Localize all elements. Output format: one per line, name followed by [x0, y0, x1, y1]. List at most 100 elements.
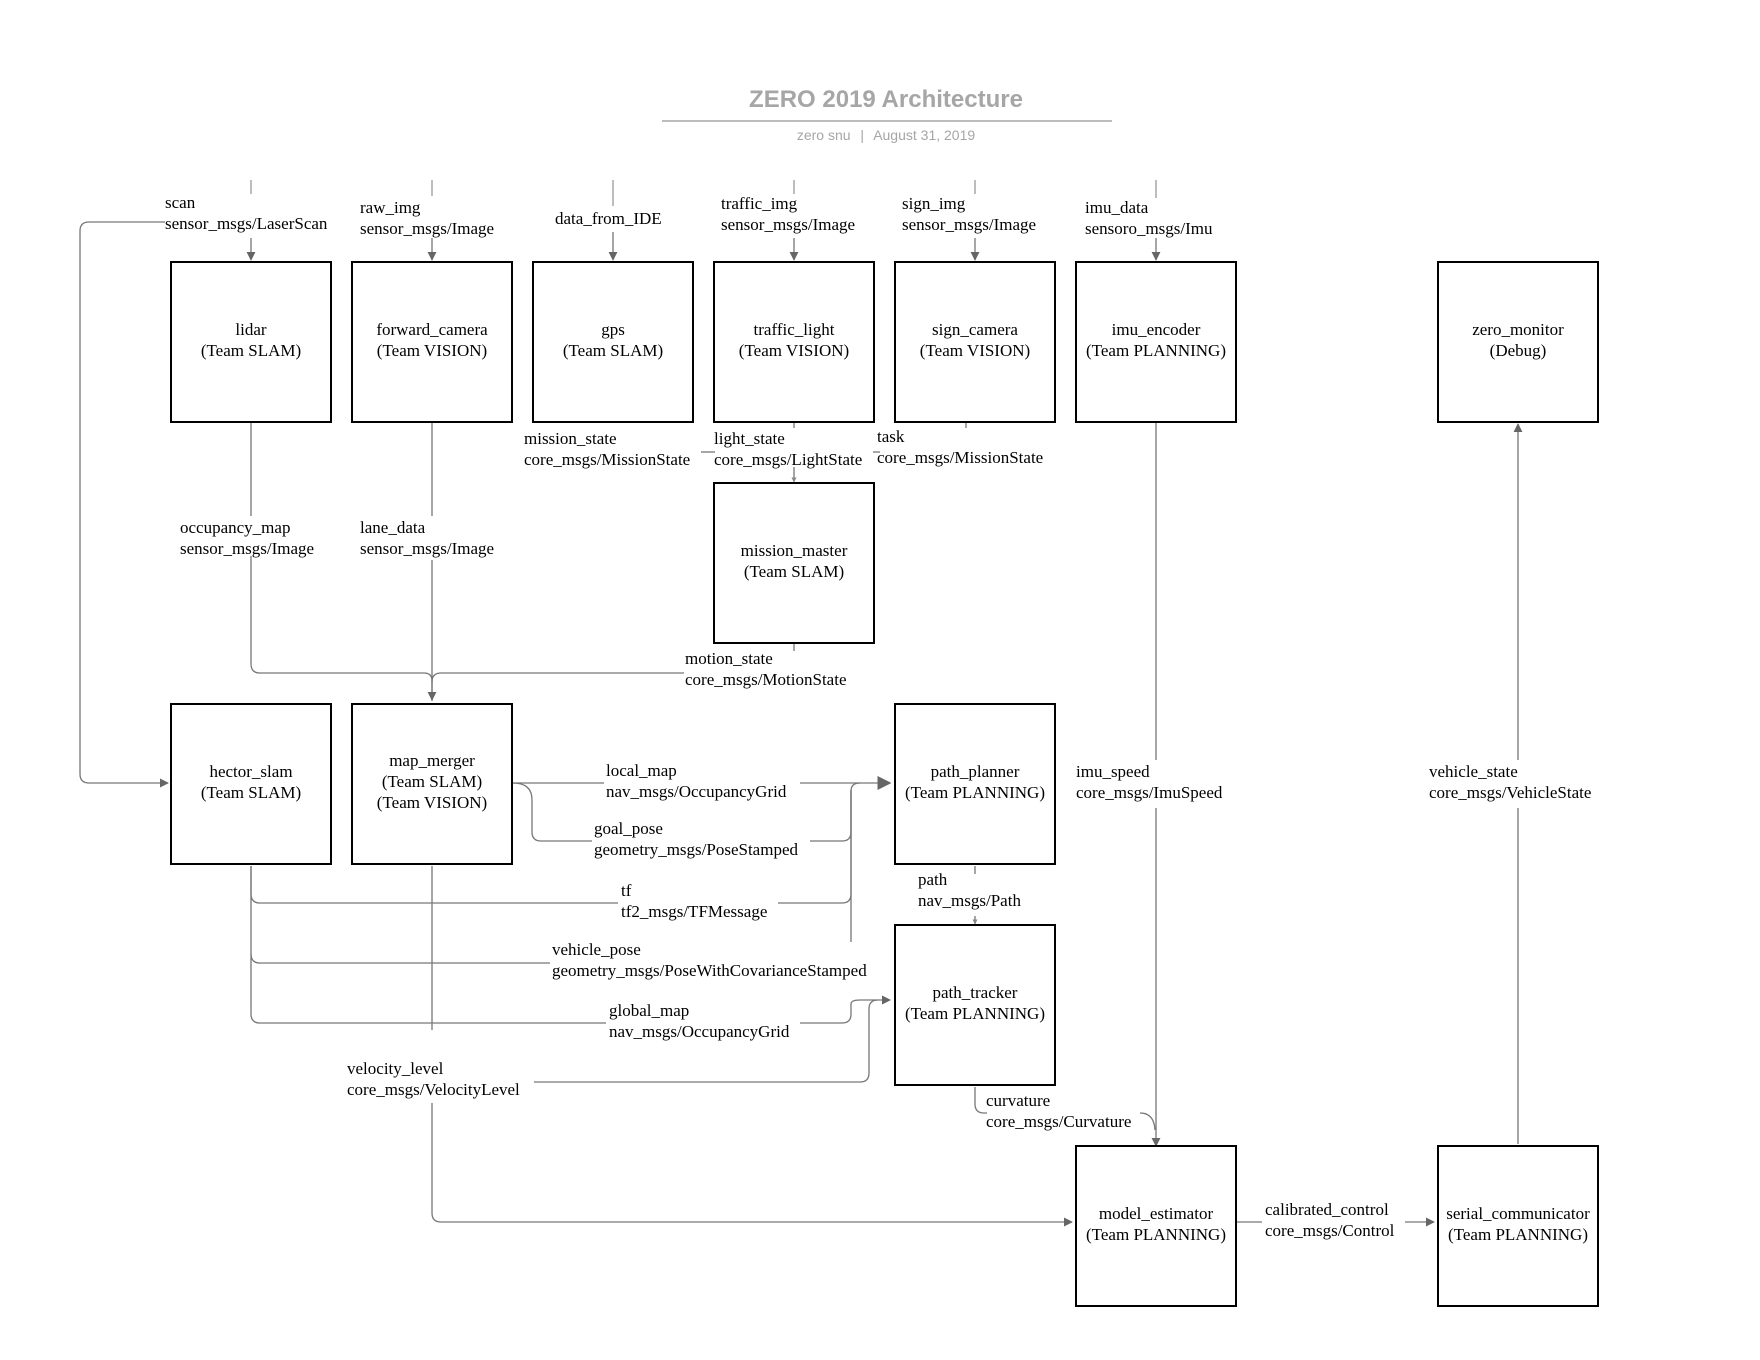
diagram-header: ZERO 2019 Architecture zero snu | August… — [662, 86, 1112, 143]
edge-labels: scan sensor_msgs/LaserScan raw_img senso… — [165, 193, 1591, 1240]
edge-goal-pose-end — [810, 782, 861, 842]
edge-curvature-end — [1139, 1112, 1156, 1131]
label-raw-img-type: sensor_msgs/Image — [360, 219, 494, 238]
edge-vehicle-pose-start — [250, 866, 550, 964]
node-lidar-label: lidar — [235, 320, 266, 339]
node-path-planner-label: path_planner — [931, 762, 1020, 781]
node-model-estimator-team: (Team PLANNING) — [1086, 1225, 1226, 1244]
edge-velocity-level-to-tracker — [534, 999, 879, 1083]
node-lidar[interactable]: lidar (Team SLAM) — [170, 261, 332, 423]
node-path-tracker-label: path_tracker — [933, 983, 1018, 1002]
label-velocity-level-type: core_msgs/VelocityLevel — [347, 1080, 520, 1099]
label-occupancy-map-topic: occupancy_map — [180, 518, 290, 537]
edge-global-map-end — [800, 995, 891, 1024]
edge-goal-pose-start — [512, 782, 592, 842]
node-gps-team: (Team SLAM) — [563, 341, 663, 360]
node-mission-master-label: mission_master — [741, 541, 848, 560]
label-traffic-img-topic: traffic_img — [721, 194, 798, 213]
subtitle-separator: | — [860, 127, 864, 143]
node-sign-camera-team: (Team VISION) — [920, 341, 1030, 360]
node-serial-communicator-label: serial_communicator — [1446, 1204, 1590, 1223]
label-curvature-topic: curvature — [986, 1091, 1050, 1110]
node-imu-encoder-team: (Team PLANNING) — [1086, 341, 1226, 360]
node-serial-communicator[interactable]: serial_communicator (Team PLANNING) — [1437, 1145, 1599, 1307]
node-traffic-light-team: (Team VISION) — [739, 341, 849, 360]
edge-curvature-start — [974, 1087, 987, 1114]
label-traffic-img-type: sensor_msgs/Image — [721, 215, 855, 234]
node-traffic-light[interactable]: traffic_light (Team VISION) — [713, 261, 875, 423]
node-hector-slam[interactable]: hector_slam (Team SLAM) — [170, 703, 332, 865]
node-map-merger-box — [351, 703, 513, 865]
node-hector-slam-team: (Team SLAM) — [201, 783, 301, 802]
diagram-subtitle: zero snu | August 31, 2019 — [797, 127, 976, 143]
node-lidar-box — [170, 261, 332, 423]
label-light-state-type: core_msgs/LightState — [714, 450, 862, 469]
node-forward-camera-team: (Team VISION) — [377, 341, 487, 360]
node-path-planner-team: (Team PLANNING) — [905, 783, 1045, 802]
node-gps[interactable]: gps (Team SLAM) — [532, 261, 694, 423]
node-imu-encoder-box — [1075, 261, 1237, 423]
node-imu-encoder-label: imu_encoder — [1112, 320, 1201, 339]
label-raw-img-topic: raw_img — [360, 198, 421, 217]
label-path-type: nav_msgs/Path — [918, 891, 1021, 910]
edge-global-map-start — [250, 954, 606, 1024]
node-forward-camera-label: forward_camera — [376, 320, 488, 339]
edge-map-merger-to-model-estimator — [431, 1103, 1073, 1227]
node-map-merger-team-vision: (Team VISION) — [377, 793, 487, 812]
node-zero-monitor-label: zero_monitor — [1472, 320, 1564, 339]
node-map-merger-label: map_merger — [389, 751, 475, 770]
label-vehicle-pose-topic: vehicle_pose — [552, 940, 641, 959]
date-text: August 31, 2019 — [873, 127, 975, 143]
label-vehicle-pose-type: geometry_msgs/PoseWithCovarianceStamped — [552, 961, 867, 980]
node-sign-camera[interactable]: sign_camera (Team VISION) — [894, 261, 1056, 423]
node-path-tracker[interactable]: path_tracker (Team PLANNING) — [894, 924, 1056, 1086]
label-goal-pose-topic: goal_pose — [594, 819, 663, 838]
label-calibrated-control-topic: calibrated_control — [1265, 1200, 1389, 1219]
label-imu-speed-topic: imu_speed — [1076, 762, 1150, 781]
label-imu-speed-type: core_msgs/ImuSpeed — [1076, 783, 1223, 802]
label-tf-type: tf2_msgs/TFMessage — [621, 902, 767, 921]
node-forward-camera-box — [351, 261, 513, 423]
label-mission-state-topic: mission_state — [524, 429, 617, 448]
node-model-estimator[interactable]: model_estimator (Team PLANNING) — [1075, 1145, 1237, 1307]
node-mission-master-team: (Team SLAM) — [744, 562, 844, 581]
edge-tf-start — [250, 866, 618, 904]
node-map-merger[interactable]: map_merger (Team SLAM) (Team VISION) — [351, 703, 513, 865]
node-forward-camera[interactable]: forward_camera (Team VISION) — [351, 261, 513, 423]
node-serial-communicator-box — [1437, 1145, 1599, 1307]
label-mission-state-type: core_msgs/MissionState — [524, 450, 690, 469]
node-gps-label: gps — [601, 320, 625, 339]
label-scan-type: sensor_msgs/LaserScan — [165, 214, 328, 233]
label-task-type: core_msgs/MissionState — [877, 448, 1043, 467]
label-motion-state-type: core_msgs/MotionState — [685, 670, 846, 689]
label-imu-data-topic: imu_data — [1085, 198, 1149, 217]
node-path-planner-box — [894, 703, 1056, 865]
label-goal-pose-type: geometry_msgs/PoseStamped — [594, 840, 798, 859]
label-lane-data-type: sensor_msgs/Image — [360, 539, 494, 558]
label-imu-data-type: sensoro_msgs/Imu — [1085, 219, 1213, 238]
node-mission-master-box — [713, 482, 875, 644]
node-zero-monitor[interactable]: zero_monitor (Debug) — [1437, 261, 1599, 423]
node-path-tracker-team: (Team PLANNING) — [905, 1004, 1045, 1023]
node-serial-communicator-team: (Team PLANNING) — [1448, 1225, 1588, 1244]
edge-motion-state — [431, 672, 684, 683]
node-gps-box — [532, 261, 694, 423]
author-text: zero snu — [797, 127, 851, 143]
node-mission-master[interactable]: mission_master (Team SLAM) — [713, 482, 875, 644]
label-local-map-topic: local_map — [606, 761, 677, 780]
node-hector-slam-label: hector_slam — [209, 762, 292, 781]
label-sign-img-type: sensor_msgs/Image — [902, 215, 1036, 234]
node-zero-monitor-box — [1437, 261, 1599, 423]
node-path-planner[interactable]: path_planner (Team PLANNING) — [894, 703, 1056, 865]
label-vehicle-state-topic: vehicle_state — [1429, 762, 1518, 781]
node-sign-camera-box — [894, 261, 1056, 423]
label-scan-topic: scan — [165, 193, 196, 212]
label-vehicle-state-type: core_msgs/VehicleState — [1429, 783, 1591, 802]
node-imu-encoder[interactable]: imu_encoder (Team PLANNING) — [1075, 261, 1237, 423]
label-occupancy-map-type: sensor_msgs/Image — [180, 539, 314, 558]
label-motion-state-topic: motion_state — [685, 649, 773, 668]
node-sign-camera-label: sign_camera — [932, 320, 1018, 339]
node-model-estimator-box — [1075, 1145, 1237, 1307]
label-global-map-type: nav_msgs/OccupancyGrid — [609, 1022, 790, 1041]
